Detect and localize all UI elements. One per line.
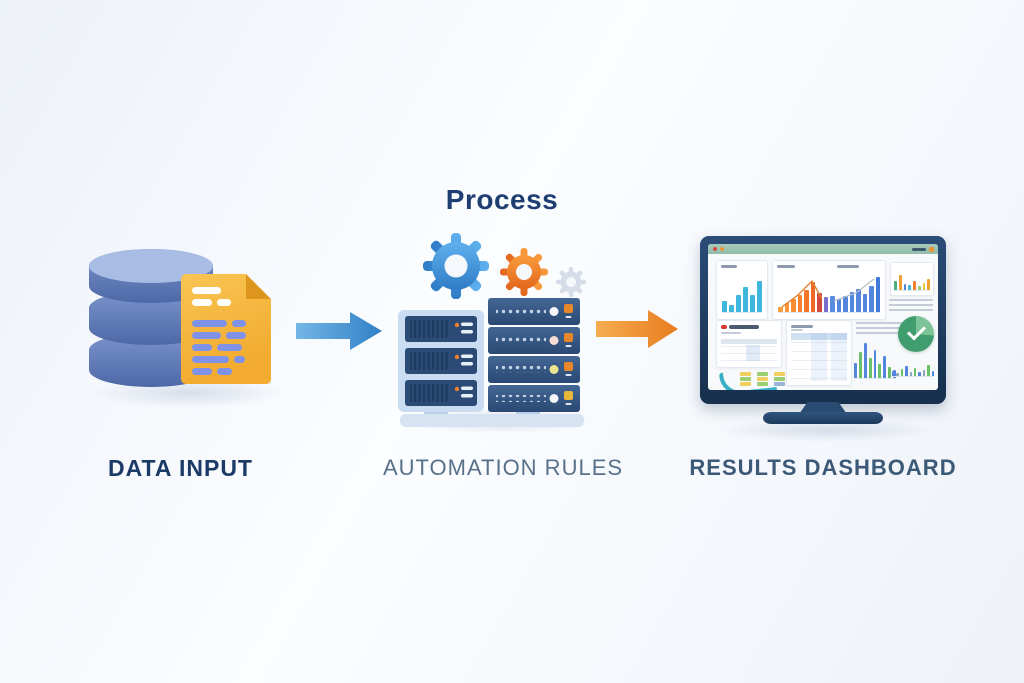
monitor-stand-base — [763, 412, 883, 424]
mini-table — [721, 339, 777, 361]
check-icon — [906, 321, 927, 341]
window-dot-red-icon — [713, 247, 717, 251]
gear-blue-icon — [423, 233, 489, 299]
data-input-label: DATA INPUT — [107, 455, 253, 481]
card-title-placeholder — [777, 265, 795, 268]
monitor-stand-neck — [799, 402, 847, 414]
alert-badge-icon — [721, 325, 727, 329]
gears-icon — [423, 233, 586, 299]
card-title-placeholder — [791, 325, 813, 328]
titlebar-menu-icon — [912, 247, 926, 251]
placeholder-text-lines — [856, 322, 902, 334]
table-column-highlight — [746, 345, 760, 361]
performance-bar-chart — [778, 275, 880, 313]
arrow-right-icon — [296, 312, 382, 350]
monitor-dashboard-icon — [700, 236, 946, 404]
trend-line-icon — [781, 278, 875, 308]
card-subtitle-placeholder — [791, 329, 803, 331]
automation-rules-label: AUTOMATION RULES — [382, 455, 624, 480]
gear-orange-icon — [500, 248, 548, 296]
server-tower-right — [488, 298, 580, 412]
value-chips — [740, 372, 785, 386]
results-dashboard-label: RESULTS DASHBOARD — [689, 455, 957, 480]
process-title: Process — [445, 184, 559, 215]
growth-bar-chart — [722, 275, 762, 313]
document-text-lines — [192, 287, 260, 375]
window-dot-orange-icon — [720, 247, 724, 251]
card-title-placeholder — [721, 265, 737, 268]
table-column-highlight — [811, 333, 827, 381]
comparison-bar-chart — [854, 340, 897, 379]
card-title-placeholder — [729, 325, 759, 329]
category-bar-chart — [894, 268, 930, 291]
titlebar-button-icon — [929, 246, 934, 252]
chart-card-growth — [716, 260, 768, 320]
server-rack-icon — [398, 298, 584, 427]
trend-mini-bar-chart — [892, 358, 935, 377]
data-table-card — [786, 320, 852, 386]
window-titlebar — [708, 244, 938, 254]
table-column-highlight — [831, 333, 847, 381]
arrow-right-icon — [596, 310, 678, 348]
server-tower-left — [398, 310, 484, 412]
placeholder-text-lines — [889, 299, 933, 311]
card-subtitle-placeholder — [721, 332, 741, 334]
chart-card-performance — [772, 260, 886, 320]
success-donut-icon — [898, 316, 934, 352]
dashboard-screen — [708, 244, 938, 390]
chart-card-category — [890, 262, 934, 296]
document-icon — [181, 274, 271, 384]
gear-gray-icon — [556, 267, 586, 297]
data-table — [791, 333, 847, 381]
report-card — [716, 320, 782, 368]
card-title-placeholder — [837, 265, 859, 268]
